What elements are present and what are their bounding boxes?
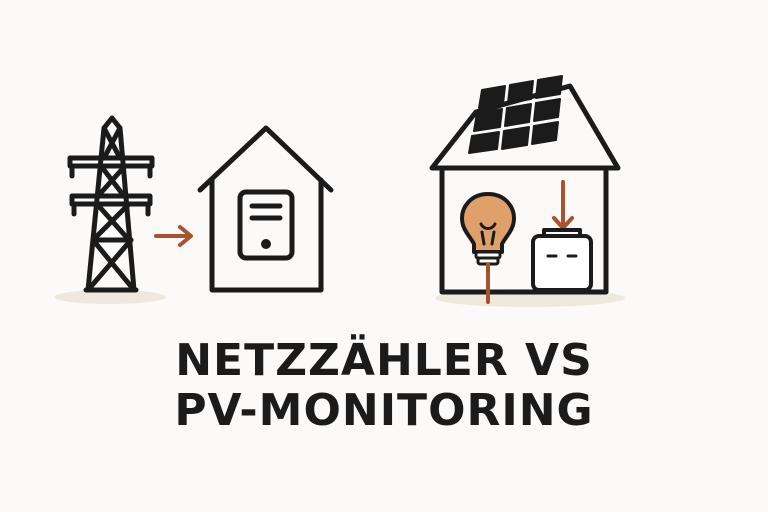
title-line-1: NETZZÄHLER VS <box>175 335 593 386</box>
electricity-meter-icon <box>237 189 295 261</box>
house-with-meter-icon <box>197 125 334 293</box>
light-bulb-icon <box>460 192 516 304</box>
solar-panel-icon <box>468 75 563 154</box>
power-pylon-icon <box>67 115 155 293</box>
pylon-ground-shadow <box>54 290 166 304</box>
flow-arrow-icon <box>154 225 193 247</box>
battery-storage-icon <box>531 228 593 292</box>
down-arrow-icon <box>552 180 574 230</box>
house-with-solar-panels-icon <box>429 83 621 295</box>
title-line-2: PV-MONITORING <box>174 385 594 436</box>
page-title: NETZZÄHLER VS PV-MONITORING <box>0 336 768 436</box>
